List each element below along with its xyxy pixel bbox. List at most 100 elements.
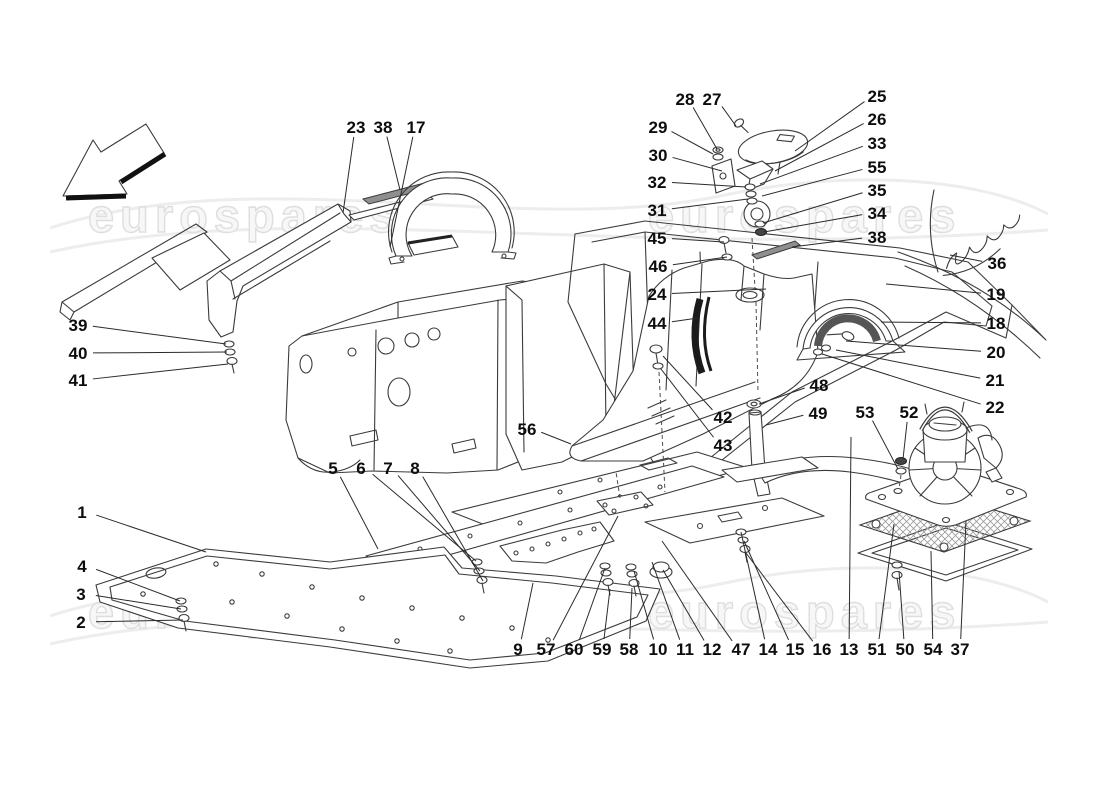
part-number-39: 39 <box>69 316 88 335</box>
leader-line-1 <box>96 514 207 553</box>
part-number-60: 60 <box>565 640 584 659</box>
part-number-54: 54 <box>924 640 943 659</box>
leader-line-11 <box>651 561 681 640</box>
part-number-27: 27 <box>703 90 722 109</box>
leader-line-49 <box>765 414 804 426</box>
part-number-22: 22 <box>986 398 1005 417</box>
leader-line-16 <box>745 552 814 642</box>
part-number-53: 53 <box>856 403 875 422</box>
part-number-24: 24 <box>648 285 667 304</box>
direction-arrow <box>62 123 167 201</box>
part-number-19: 19 <box>987 285 1006 304</box>
part-number-37: 37 <box>951 640 970 659</box>
part-number-6: 6 <box>356 459 365 478</box>
leader-line-35 <box>762 192 863 224</box>
part-number-35: 35 <box>868 181 887 200</box>
leader-line-10 <box>633 570 655 640</box>
part-number-20: 20 <box>987 343 1006 362</box>
leader-line-48 <box>758 387 805 405</box>
spider-script-badge <box>942 214 1021 277</box>
leader-line-24 <box>671 288 767 295</box>
part-number-18: 18 <box>987 314 1006 333</box>
watermark-text: eurospares <box>648 585 961 638</box>
leader-line-7 <box>397 475 481 572</box>
leader-line-52 <box>902 421 908 460</box>
part-number-17: 17 <box>407 118 426 137</box>
part-number-57: 57 <box>537 640 556 659</box>
leader-line-37 <box>960 520 967 640</box>
part-number-1: 1 <box>77 503 86 522</box>
leader-line-12 <box>662 569 705 641</box>
leader-line-21 <box>835 349 981 379</box>
leader-line-14 <box>740 531 766 640</box>
leader-line-28 <box>692 107 718 150</box>
fuel-filler-assembly <box>711 129 809 228</box>
leader-line-27 <box>721 106 737 127</box>
leader-line-39 <box>92 325 227 345</box>
part-number-41: 41 <box>69 371 88 390</box>
badge-bracket-line <box>929 189 939 273</box>
fasteners <box>175 118 907 632</box>
part-number-32: 32 <box>648 173 667 192</box>
leader-line-29 <box>671 130 714 155</box>
leader-line-31 <box>671 198 749 210</box>
leader-line-41 <box>92 363 229 380</box>
part-number-31: 31 <box>648 201 667 220</box>
leader-line-20 <box>845 340 982 352</box>
part-number-46: 46 <box>649 257 668 276</box>
part-number-52: 52 <box>900 403 919 422</box>
leader-line-18 <box>880 321 982 324</box>
part-number-45: 45 <box>648 229 667 248</box>
leader-line-40 <box>92 351 228 354</box>
leader-line-17 <box>389 136 414 248</box>
part-number-43: 43 <box>714 436 733 455</box>
part-number-25: 25 <box>868 87 887 106</box>
leader-line-19 <box>885 283 982 294</box>
leader-line-32 <box>671 182 747 188</box>
part-number-42: 42 <box>714 408 733 427</box>
leader-line-22 <box>821 353 981 405</box>
part-number-58: 58 <box>620 640 639 659</box>
part-number-13: 13 <box>840 640 859 659</box>
part-number-30: 30 <box>649 146 668 165</box>
leader-line-38 <box>386 136 401 191</box>
leader-line-34 <box>763 214 863 233</box>
underbody-panel <box>95 546 661 669</box>
leader-line-51 <box>878 523 895 640</box>
fuel-pump-assembly <box>857 401 1033 582</box>
part-number-4: 4 <box>77 557 87 576</box>
leader-line-38 <box>791 237 863 248</box>
leader-line-59 <box>603 588 611 640</box>
rear-fender <box>796 299 906 361</box>
watermark-text: eurospares <box>648 189 961 242</box>
leader-line-58 <box>629 587 633 640</box>
leader-line-50 <box>898 570 905 640</box>
part-number-11: 11 <box>676 640 694 659</box>
leader-line-53 <box>872 420 899 470</box>
leader-line-36 <box>949 254 983 262</box>
part-number-3: 3 <box>76 585 85 604</box>
leader-line-60 <box>578 567 606 640</box>
part-number-28: 28 <box>676 90 695 109</box>
leader-line-55 <box>761 168 863 197</box>
part-number-59: 59 <box>593 640 612 659</box>
leader-line-23 <box>342 136 355 214</box>
leader-line-26 <box>774 123 864 172</box>
part-number-56: 56 <box>518 420 537 439</box>
wheelarch-liner <box>388 171 517 265</box>
leader-line-4 <box>95 568 181 602</box>
part-number-47: 47 <box>732 640 751 659</box>
part-number-21: 21 <box>986 371 1005 390</box>
leader-line-8 <box>422 476 484 582</box>
leader-line-5 <box>339 476 379 550</box>
part-number-5: 5 <box>328 459 337 478</box>
chassis-structure <box>285 234 635 474</box>
part-number-34: 34 <box>868 204 887 223</box>
part-number-38: 38 <box>374 118 393 137</box>
leader-line-45 <box>671 238 725 243</box>
part-number-48: 48 <box>810 376 829 395</box>
leader-line-43 <box>660 368 714 438</box>
